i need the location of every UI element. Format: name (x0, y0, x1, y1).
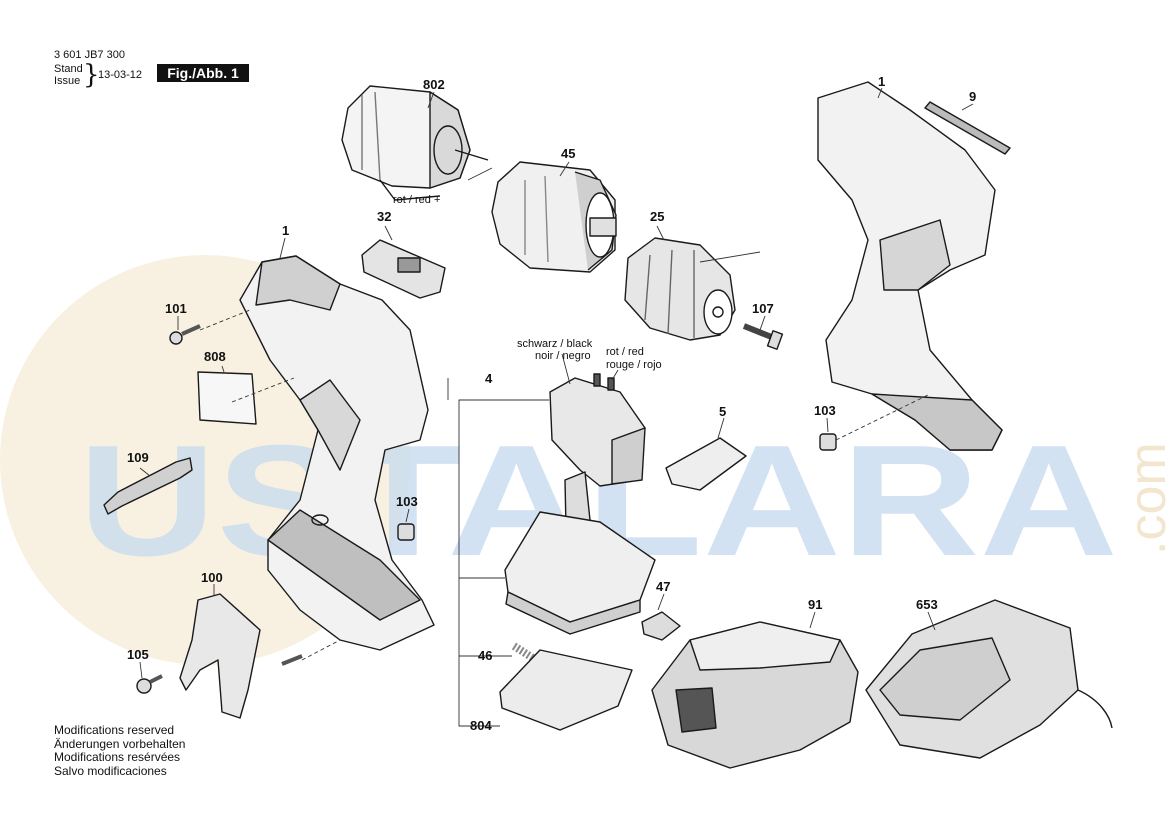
wire-note-black-1: schwarz / black (517, 338, 593, 350)
plate-804 (499, 649, 633, 731)
callout-808: 808 (204, 349, 226, 364)
label-strip-9 (924, 101, 1011, 155)
watermark-suffix: .com (1119, 442, 1169, 555)
callout-45: 45 (561, 146, 576, 161)
screwdriver-bit-109 (103, 457, 193, 515)
callout-9: 9 (969, 89, 977, 104)
callout-1-left: 1 (282, 223, 290, 238)
callout-100: 100 (201, 570, 223, 585)
callout-804: 804 (470, 718, 492, 733)
callout-5: 5 (719, 404, 727, 419)
gearbox-part (491, 161, 617, 273)
callout-107: 107 (752, 301, 774, 316)
callout-653: 653 (916, 597, 938, 612)
callout-103-left: 103 (396, 494, 418, 509)
callout-101: 101 (165, 301, 187, 316)
callout-47: 47 (656, 579, 671, 594)
wire-note-motor-red: rot / red + (393, 194, 441, 206)
callout-4: 4 (485, 371, 493, 386)
issue-date: 13-03-12 (98, 69, 143, 81)
callout-91: 91 (808, 597, 823, 612)
callout-1-right: 1 (878, 74, 886, 89)
modifications-line-es: Salvo modificaciones (54, 763, 167, 778)
callout-32: 32 (377, 209, 392, 224)
nut-103-right (819, 433, 837, 451)
belt-clip-100 (179, 593, 261, 719)
part-number: 3 601 JB7 300 (54, 49, 125, 61)
stand-label: Stand (54, 63, 83, 75)
screw-105 (136, 654, 303, 694)
callout-109: 109 (127, 450, 149, 465)
motor-part (341, 85, 489, 201)
wire-note-red-2: rouge / rojo (606, 359, 662, 371)
wire-note-red-1: rot / red (606, 346, 644, 358)
housing-left (239, 255, 435, 651)
wire-note-black-2: noir / negro (535, 350, 591, 362)
pad-47 (641, 611, 681, 641)
callout-46: 46 (478, 648, 493, 663)
brace-glyph: } (83, 60, 100, 90)
chuck-part (624, 237, 736, 341)
modifications-line-fr: Modifications resérvées (54, 750, 181, 764)
figure-label: Fig./Abb. 1 (157, 64, 249, 82)
callout-105: 105 (127, 647, 149, 662)
switch-assembly-4 (504, 373, 656, 635)
modifications-line-en: Modifications reserved (54, 723, 175, 737)
terminal-block-32 (361, 239, 446, 299)
screw-107 (742, 323, 784, 350)
screw-101 (169, 324, 201, 345)
issue-label: Issue (54, 75, 81, 87)
leader-lines (139, 87, 974, 727)
callout-802: 802 (423, 77, 445, 92)
battery-91 (651, 621, 859, 769)
modifications-notice: Modifications reserved Änderungen vorbeh… (54, 723, 186, 778)
slider-5 (665, 437, 747, 491)
modifications-line-de: Änderungen vorbehalten (54, 736, 186, 751)
housing-right (817, 81, 1003, 451)
nut-103-left (397, 523, 415, 541)
charger-653 (865, 599, 1113, 759)
label-808 (197, 371, 257, 425)
callout-103-right: 103 (814, 403, 836, 418)
callout-25: 25 (650, 209, 665, 224)
